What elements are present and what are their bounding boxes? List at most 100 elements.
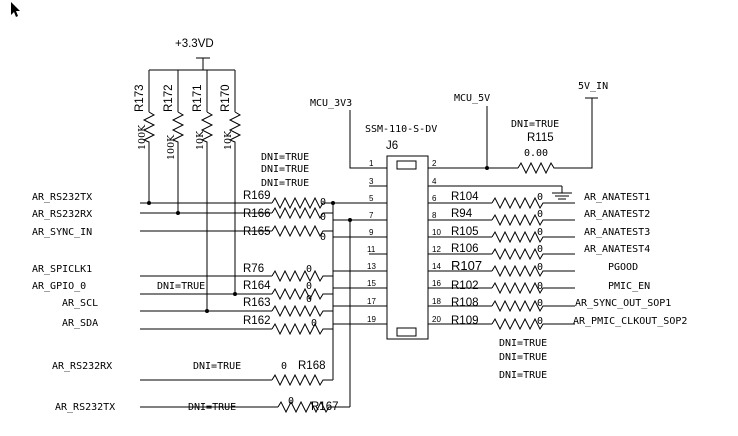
r168-resistor [271,373,333,387]
pullup-value-r172: 100K [166,134,177,160]
right-dni-2: DNI=TRUE [499,352,547,363]
right-net-label: AR_PMIC_CLKOUT_SOP2 [573,316,687,327]
right-res-value: 0 [537,298,543,309]
right-res-ref: R109 [451,315,479,327]
left-net-label: AR_SPICLK1 [32,264,92,275]
bottom-net-label: AR_RS232RX [52,361,112,372]
right-net-label: AR_ANATEST3 [584,227,650,238]
left-net-label: AR_RS232RX [32,209,92,220]
svg-text:16: 16 [432,279,441,288]
svg-text:6: 6 [432,194,437,203]
left-res-ref: R76 [243,263,264,275]
right-res-ref: R107 [451,258,482,273]
mcu-3v3-label: MCU_3V3 [310,98,352,109]
svg-text:15: 15 [367,279,376,288]
pullup-value-r173: 100K [137,124,148,150]
svg-text:12: 12 [432,245,441,254]
left-dni-2: DNI=TRUE [261,164,309,175]
right-res-value: 0 [537,209,543,220]
bottom-res-value: 0 [288,396,294,407]
right-res-ref: R108 [451,297,479,309]
r115-resistor [517,161,556,175]
svg-text:1: 1 [369,159,374,168]
right-net-label: AR_ANATEST2 [584,209,650,220]
bottom-res-ref: R167 [311,401,339,413]
left-res-ref: R163 [243,297,271,309]
right-res-value: 0 [537,316,543,327]
r115-dni: DNI=TRUE [511,119,559,130]
right-net-label: PGOOD [608,262,638,273]
left-res-ref: R162 [243,315,271,327]
svg-text:9: 9 [369,228,374,237]
mcu-5v-label: MCU_5V [454,93,490,104]
svg-text:3: 3 [369,177,374,186]
pullup-ref-r172: R172 [163,85,175,113]
pullup-value-r170: 10K [223,130,234,150]
right-net-label: AR_ANATEST1 [584,192,650,203]
left-net-label: AR_SDA [62,318,98,329]
svg-text:13: 13 [367,262,376,271]
r167-resistor [277,400,338,414]
right-res-value: 0 [537,192,543,203]
right-dni-1: DNI=TRUE [499,338,547,349]
left-series-resistors [271,196,333,336]
left-net-label: AR_GPIO_0 [32,281,86,292]
left-res-value: 0 [311,318,317,329]
connector-ref: J6 [386,140,398,152]
svg-text:18: 18 [432,297,441,306]
pullup-value-r171: 10K [195,130,206,150]
bottom-res-ref: R168 [298,360,326,372]
left-res-ref: R164 [243,280,271,292]
svg-text:4: 4 [432,177,437,186]
right-res-ref: R94 [451,208,473,220]
right-res-ref: R105 [451,226,479,238]
right-res-ref: R104 [451,191,479,203]
right-res-value: 0 [537,262,543,273]
right-dni-3: DNI=TRUE [499,370,547,381]
svg-text:19: 19 [367,315,376,324]
svg-text:2: 2 [432,159,437,168]
left-res-value: 0 [320,232,326,243]
svg-text:10: 10 [432,228,441,237]
bottom-res-value: 0 [281,361,287,372]
left-net-label: AR_SCL [62,298,98,309]
right-res-value: 0 [537,244,543,255]
left-res-ref: R166 [243,208,271,220]
svg-text:17: 17 [367,297,376,306]
left-res-value: 0 [320,212,326,223]
right-res-value: 0 [537,281,543,292]
left-res-value: 0 [306,264,312,275]
bottom-net-label: AR_RS232TX [55,402,115,413]
connector-pin-numbers: 1 2 3 4 5 6 7 8 9 10 11 12 13 14 15 16 1… [367,159,441,324]
svg-text:20: 20 [432,315,441,324]
bottom-dni-2: DNI=TRUE [188,402,236,413]
v5-in-label: 5V_IN [578,81,608,92]
pullup-ref-r173: R173 [134,85,146,113]
connector-body [386,155,429,340]
right-net-label: AR_ANATEST4 [584,244,650,255]
pullup-resistors [142,111,242,311]
left-res-ref: R165 [243,226,271,238]
svg-text:5: 5 [369,194,374,203]
r115-ref: R115 [527,132,554,144]
r115-value: 0.00 [524,148,548,159]
svg-text:11: 11 [367,245,376,254]
left-net-label: AR_SYNC_IN [32,227,92,238]
bottom-dni-1: DNI=TRUE [193,361,241,372]
right-res-ref: R106 [451,243,479,255]
right-net-label: PMIC_EN [608,281,650,292]
svg-text:7: 7 [369,211,374,220]
connector-pin-stubs [369,167,446,325]
right-series-resistors [491,196,552,331]
cursor-icon [11,2,20,17]
svg-text:14: 14 [432,262,441,271]
left-res-value: 0 [320,197,326,208]
connector-part: SSM-110-S-DV [365,124,437,135]
left-res-ref: R169 [243,190,271,202]
right-res-value: 0 [537,227,543,238]
left-dni-1: DNI=TRUE [261,152,309,163]
supply-3v3-label: +3.3VD [175,38,214,50]
pullup-ref-r170: R170 [220,85,232,113]
svg-text:8: 8 [432,211,437,220]
